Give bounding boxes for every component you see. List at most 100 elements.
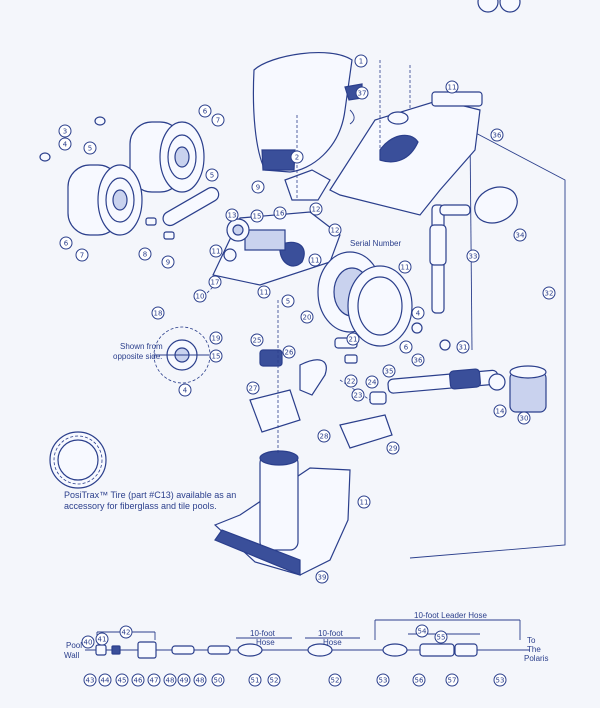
callout-circle <box>317 429 331 443</box>
callout-number: 27 <box>249 385 258 393</box>
callout-number: 11 <box>448 84 457 92</box>
callout-number: 19 <box>212 335 221 343</box>
positrax-note-line2: accessory for fiberglass and tile pools. <box>64 501 217 511</box>
to-label: To <box>527 636 536 645</box>
callout-c28: 28 <box>317 429 331 443</box>
callout-number: 11 <box>311 257 320 265</box>
callout-number: 51 <box>251 677 260 685</box>
partial-wheels-top <box>477 0 521 13</box>
callout-circle <box>456 340 470 354</box>
callout-number: 7 <box>216 117 220 125</box>
callout-c9a: 9 <box>251 180 265 194</box>
callout-circle <box>251 180 265 194</box>
callout-c40: 40 <box>81 635 95 649</box>
opposite-side-gear <box>153 326 211 384</box>
callout-c11d: 11 <box>308 253 322 267</box>
callout-c20: 20 <box>300 310 314 324</box>
callout-number: 36 <box>414 357 423 365</box>
callout-number: 21 <box>349 336 358 344</box>
callout-number: 48 <box>196 677 205 685</box>
callout-c24: 24 <box>365 375 379 389</box>
callout-circle <box>445 673 459 687</box>
callout-number: 2 <box>295 154 299 162</box>
callout-number: 9 <box>256 184 260 192</box>
the-label: The <box>527 645 541 654</box>
callout-circle <box>151 306 165 320</box>
drive-gear <box>223 218 250 262</box>
callout-number: 29 <box>389 445 398 453</box>
callout-c44: 44 <box>98 673 112 687</box>
callout-number: 41 <box>98 636 107 644</box>
callout-number: 40 <box>84 639 93 647</box>
callout-number: 24 <box>368 379 377 387</box>
callout-circle <box>205 168 219 182</box>
callout-c25: 25 <box>250 333 264 347</box>
callout-circle <box>273 206 287 220</box>
callout-c52b: 52 <box>328 673 342 687</box>
callout-number: 6 <box>203 108 208 116</box>
callout-circle <box>328 223 342 237</box>
callout-circle <box>58 137 72 151</box>
callout-circle <box>354 54 368 68</box>
callout-circle <box>357 495 371 509</box>
float <box>474 186 518 224</box>
callout-c32: 32 <box>542 286 556 300</box>
callout-c15a: 15 <box>250 209 264 223</box>
callout-circle <box>119 625 133 639</box>
wall-label: Wall <box>64 651 79 660</box>
callout-circle <box>351 388 365 402</box>
hose-length-label-2: 10-foot <box>318 629 344 638</box>
callout-circle <box>161 255 175 269</box>
callout-circle <box>246 381 260 395</box>
callout-circle <box>355 86 369 100</box>
callout-number: 12 <box>312 206 321 214</box>
callout-c4b: 4 <box>178 383 192 397</box>
callout-number: 45 <box>118 677 127 685</box>
callout-circle <box>398 260 412 274</box>
callout-number: 9 <box>166 259 170 267</box>
callout-number: 36 <box>493 132 502 140</box>
callout-circle <box>209 244 223 258</box>
callout-circle <box>257 285 271 299</box>
callout-number: 12 <box>331 227 340 235</box>
callout-circle <box>209 331 223 345</box>
callout-circle <box>193 673 207 687</box>
brackets <box>249 389 393 449</box>
shown-from-label: Shown from <box>120 342 163 351</box>
polaris-label: Polaris <box>524 654 548 663</box>
callout-number: 4 <box>416 310 421 318</box>
callout-c34: 34 <box>513 228 527 242</box>
frame-outline <box>409 129 566 559</box>
callout-c48b: 48 <box>193 673 207 687</box>
callout-number: 50 <box>214 677 223 685</box>
callout-c3: 3 <box>58 124 72 138</box>
callout-number: 42 <box>122 629 131 637</box>
callout-number: 32 <box>545 290 554 298</box>
callout-number: 7 <box>80 252 84 260</box>
hose-label-2: Hose <box>323 638 342 647</box>
callout-circle <box>300 310 314 324</box>
callout-c53a: 53 <box>376 673 390 687</box>
callout-circle <box>513 228 527 242</box>
callout-c11c: 11 <box>257 285 271 299</box>
callout-circle <box>517 411 531 425</box>
hose-label-1: Hose <box>256 638 275 647</box>
callout-circle <box>445 80 459 94</box>
callout-number: 28 <box>320 433 329 441</box>
callout-number: 6 <box>404 344 409 352</box>
callout-circle <box>493 404 507 418</box>
callout-number: 55 <box>437 634 446 642</box>
callout-circle <box>282 345 296 359</box>
callout-c43: 43 <box>83 673 97 687</box>
callout-number: 52 <box>331 677 340 685</box>
callout-circle <box>248 673 262 687</box>
callout-number: 4 <box>63 141 68 149</box>
callout-c41: 41 <box>95 632 109 646</box>
callout-circle <box>211 673 225 687</box>
callout-c14: 14 <box>493 404 507 418</box>
callout-circle <box>250 209 264 223</box>
callout-c18: 18 <box>151 306 165 320</box>
positrax-tire <box>49 431 107 489</box>
